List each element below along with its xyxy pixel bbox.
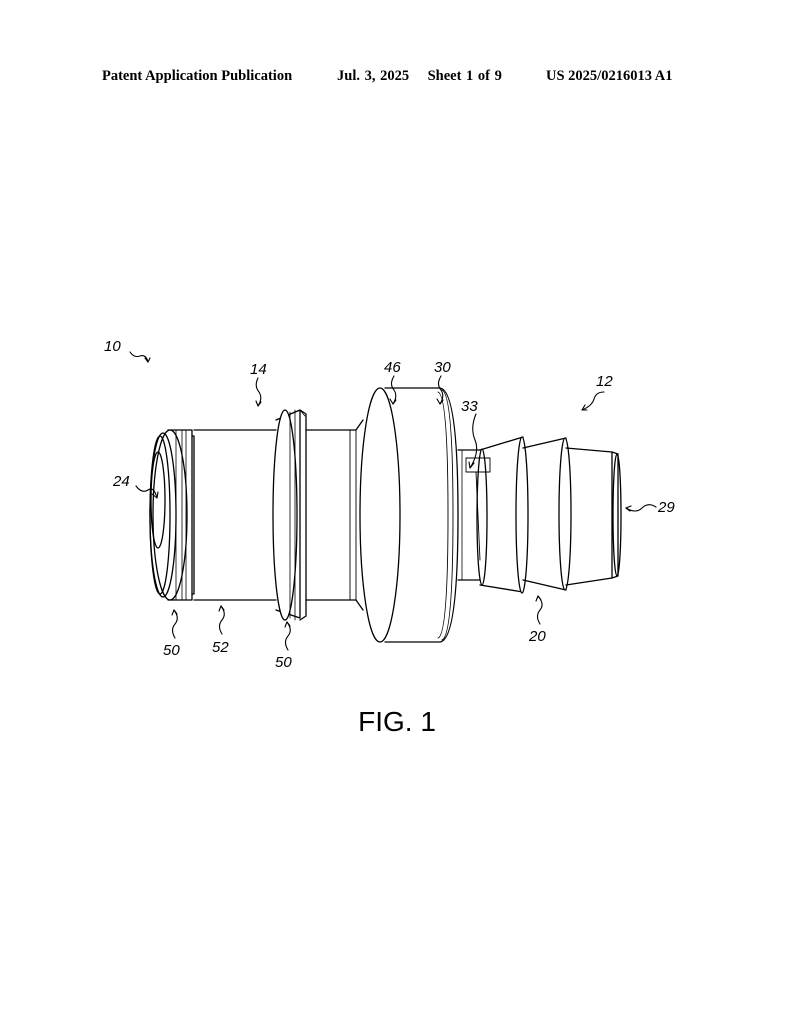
- ref-numeral-30: 30: [434, 359, 451, 376]
- ref-numeral-10: 10: [104, 338, 121, 355]
- page-header: Patent Application Publication Jul. 3, 2…: [0, 68, 794, 88]
- retaining-ring: [272, 409, 307, 621]
- middle-tube: [305, 419, 364, 611]
- hose-barb: [457, 436, 622, 594]
- inlet-end: [149, 429, 195, 601]
- ref-numeral-24: 24: [112, 473, 130, 490]
- ref-numeral-12: 12: [596, 373, 613, 390]
- ref-numeral-52: 52: [212, 639, 229, 656]
- ref-numeral-20: 20: [528, 628, 546, 645]
- ref-numeral-33: 33: [461, 398, 478, 415]
- leader-lines: [129, 351, 657, 651]
- publication-type: Patent Application Publication: [102, 68, 293, 84]
- figure-label: FIG. 1: [358, 706, 436, 737]
- collar: [359, 387, 459, 643]
- sleeve-body: [193, 429, 277, 601]
- ref-numeral-50-left: 50: [163, 642, 180, 659]
- ref-numeral-29: 29: [657, 499, 675, 516]
- ref-numeral-46: 46: [384, 359, 401, 376]
- date-and-sheet: Jul. 3, 2025 Sheet 1 of 9: [337, 68, 502, 84]
- ref-numeral-14: 14: [250, 361, 267, 378]
- ref-numeral-50-right: 50: [275, 654, 292, 671]
- publication-number: US 2025/0216013 A1: [546, 68, 673, 84]
